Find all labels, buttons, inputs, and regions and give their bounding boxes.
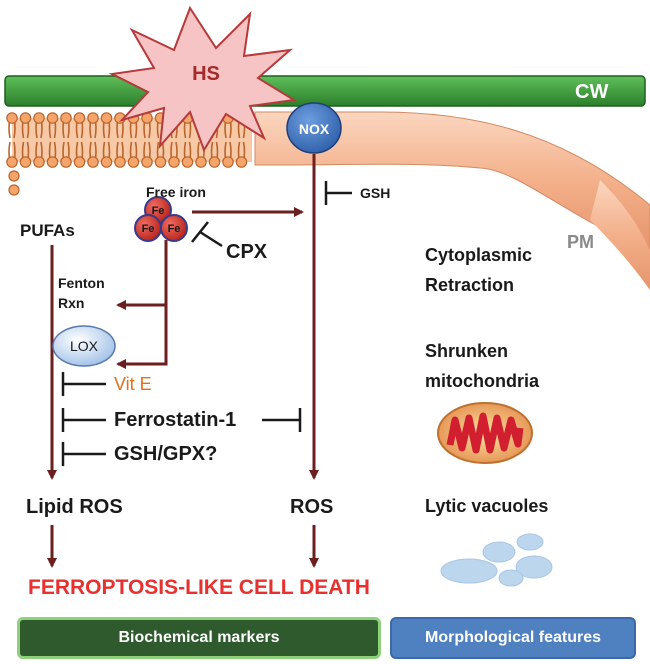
biochemical-markers-box: Biochemical markers <box>17 617 381 659</box>
morphological-features-box: Morphological features <box>390 617 636 659</box>
shrunken-label-line1: Shrunken <box>425 341 509 361</box>
svg-text:Fe: Fe <box>152 205 165 217</box>
fenton-label-line1: Fenton <box>58 275 105 291</box>
hs-label: HS <box>192 63 220 85</box>
lox-label: LOX <box>70 338 99 354</box>
inhibit-cpx-bar <box>191 221 209 243</box>
mitochondrion-icon <box>437 402 533 464</box>
cytoplasmic-label-line1: Cytoplasmic <box>425 245 533 265</box>
plasma-membrane-tail <box>590 180 650 290</box>
ferrostatin-label: Ferrostatin-1 <box>114 409 237 431</box>
pufas-label: PUFAs <box>20 221 75 240</box>
pm-label: PM <box>567 232 594 252</box>
lytic-vacuoles-icon <box>440 533 553 587</box>
fenton-label-line2: Rxn <box>58 295 85 311</box>
nox-enzyme <box>286 102 342 154</box>
lytic-vacuoles-label: Lytic vacuoles <box>425 496 549 516</box>
vit-e-label: Vit E <box>114 374 152 394</box>
lox-enzyme <box>52 325 116 367</box>
cw-label: CW <box>575 81 608 103</box>
free-iron-cluster: Fe Fe Fe <box>134 196 188 242</box>
plasma-membrane <box>254 111 650 251</box>
ros-label: ROS <box>290 496 334 518</box>
cytoplasmic-label-line2: Retraction <box>425 275 515 295</box>
gsh-top-label: GSH <box>360 185 391 201</box>
cell-death-label: FERROPTOSIS-LIKE CELL DEATH <box>28 576 370 599</box>
free-iron-label: Free iron <box>146 184 206 200</box>
gsh-gpx-label: GSH/GPX? <box>114 443 218 465</box>
svg-text:Fe: Fe <box>142 223 155 235</box>
svg-text:Fe: Fe <box>168 223 181 235</box>
cell-wall <box>4 75 646 107</box>
arrow-fe-fenton <box>116 240 168 310</box>
heat-stress-star <box>108 5 297 153</box>
lipid-ros-label: Lipid ROS <box>26 496 123 518</box>
shrunken-label-line2: mitochondria <box>425 371 540 391</box>
arrow-fe-lox <box>116 305 168 369</box>
cpx-label: CPX <box>226 241 268 263</box>
inhibit-cpx-line <box>199 230 223 248</box>
nox-label: NOX <box>299 121 330 137</box>
